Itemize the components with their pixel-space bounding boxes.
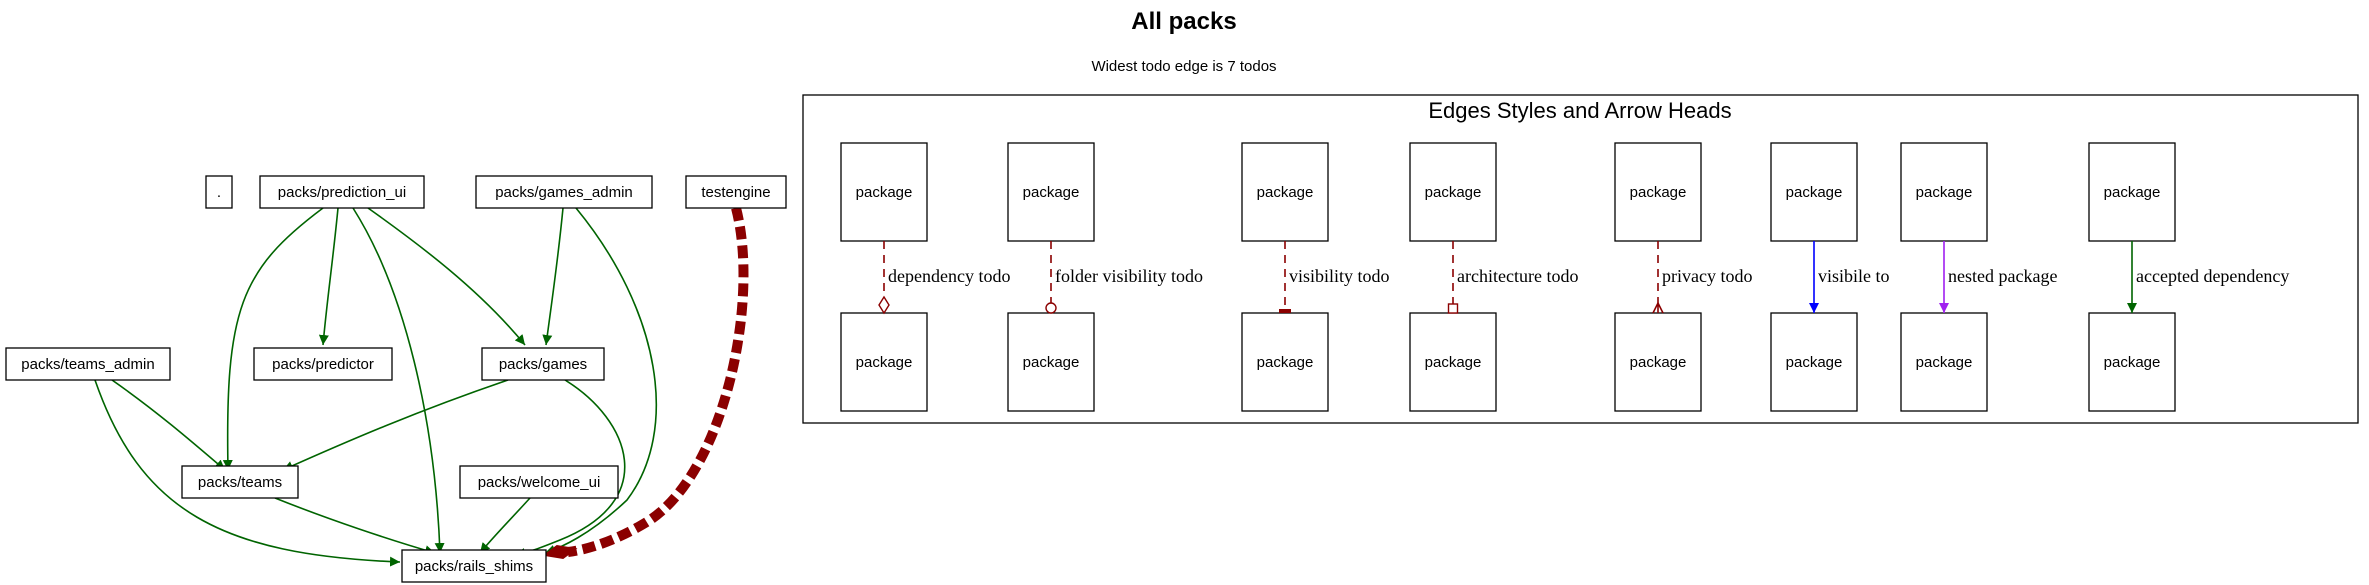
node-dot[interactable] [205, 175, 233, 209]
node-testengine-label: testengine [701, 184, 770, 201]
legend-package-label: package [1630, 354, 1687, 371]
legend-package-label: package [1257, 354, 1314, 371]
legend-dependency-todo-target[interactable]: package [840, 312, 928, 412]
legend-edge-label: nested package [1948, 266, 2057, 286]
edge-testengine-rails-shims-todo [567, 206, 749, 557]
node-welcome-ui-label: packs/welcome_ui [478, 474, 601, 491]
legend-package-label: package [1916, 184, 1973, 201]
legend-edge-label: folder visibility todo [1055, 266, 1203, 286]
legend-package-label: package [1257, 184, 1314, 201]
odot-icon [1045, 302, 1057, 314]
legend-package-label: package [1023, 184, 1080, 201]
legend-accepted-dependency-source[interactable]: package [2088, 142, 2176, 242]
legend-visibility-todo-source[interactable]: package [1241, 142, 1329, 242]
node-dot-label: . [217, 184, 221, 201]
legend-edge-label: visibile to [1818, 266, 1890, 286]
legend-package-label: package [2104, 184, 2161, 201]
legend-visibile-to-source[interactable]: package [1770, 142, 1858, 242]
node-games[interactable] [481, 347, 605, 381]
legend-nested-package-target[interactable]: package [1900, 312, 1988, 412]
odiamond-icon [878, 295, 890, 315]
obox-icon [1447, 303, 1459, 314]
legend-visibility-todo-target[interactable]: package [1241, 312, 1329, 412]
legend-folder-visibility-todo-source[interactable]: package [1007, 142, 1095, 242]
legend-privacy-todo-target[interactable]: package [1614, 312, 1702, 412]
legend-visibile-to-target[interactable]: package [1770, 312, 1858, 412]
edge-teams-rails-shims [274, 497, 436, 556]
legend-package-label: package [1786, 184, 1843, 201]
legend-package-label: package [1916, 354, 1973, 371]
edge-games-admin-rails-shims [544, 207, 658, 555]
node-teams[interactable] [181, 465, 299, 499]
edge-games-admin-games [542, 207, 564, 346]
legend-edge-label: privacy todo [1662, 266, 1752, 286]
node-games-label: packs/games [499, 356, 587, 373]
node-testengine[interactable] [685, 175, 787, 209]
legend-edge-label: dependency todo [888, 266, 1010, 286]
node-prediction-ui-label: packs/prediction_ui [278, 184, 406, 201]
legend-package-label: package [1786, 354, 1843, 371]
legend-dependency-todo-source[interactable]: package [840, 142, 928, 242]
node-prediction-ui[interactable] [259, 175, 425, 209]
node-rails-shims[interactable] [401, 549, 547, 583]
edge-welcome-ui-rails-shims [479, 497, 531, 554]
legend-package-label: package [856, 184, 913, 201]
legend-edge-label: visibility todo [1289, 266, 1390, 286]
tee-icon [1279, 309, 1291, 313]
node-predictor[interactable] [253, 347, 393, 381]
crow-icon [1652, 301, 1664, 314]
legend-edge-label: accepted dependency [2136, 266, 2289, 286]
graph-subtitle: Widest todo edge is 7 todos [1091, 58, 1276, 75]
node-teams-admin[interactable] [5, 347, 171, 381]
legend-title: Edges Styles and Arrow Heads [1428, 98, 1731, 123]
node-games-admin-label: packs/games_admin [495, 184, 633, 201]
edge-teams-admin-rails-shims [94, 379, 401, 567]
edge-prediction-ui-games [367, 207, 526, 346]
node-teams-label: packs/teams [198, 474, 282, 491]
odiamond-icon [542, 544, 578, 560]
legend-package-label: package [1630, 184, 1687, 201]
edge-games-teams [282, 379, 509, 471]
edge-prediction-ui-teams [222, 207, 324, 471]
edge-prediction-ui-predictor [318, 207, 339, 346]
legend-package-label: package [856, 354, 913, 371]
legend-folder-visibility-todo-target[interactable]: package [1007, 312, 1095, 412]
node-teams-admin-label: packs/teams_admin [21, 356, 154, 373]
edge-prediction-ui-rails-shims [352, 207, 445, 554]
legend-privacy-todo-source[interactable]: package [1614, 142, 1702, 242]
node-welcome-ui[interactable] [459, 465, 619, 499]
legend-package-label: package [1425, 354, 1482, 371]
legend-edge-label: architecture todo [1457, 266, 1578, 286]
graph-title: All packs [1131, 8, 1236, 35]
legend-nested-package-source[interactable]: package [1900, 142, 1988, 242]
legend-architecture-todo-target[interactable]: package [1409, 312, 1497, 412]
legend-package-label: package [2104, 354, 2161, 371]
node-rails-shims-label: packs/rails_shims [415, 558, 533, 575]
edge-teams-admin-teams [111, 379, 226, 471]
legend-architecture-todo-source[interactable]: package [1409, 142, 1497, 242]
legend-package-label: package [1023, 354, 1080, 371]
legend-package-label: package [1425, 184, 1482, 201]
legend-accepted-dependency-target[interactable]: package [2088, 312, 2176, 412]
node-predictor-label: packs/predictor [272, 356, 374, 373]
node-games-admin[interactable] [475, 175, 653, 209]
